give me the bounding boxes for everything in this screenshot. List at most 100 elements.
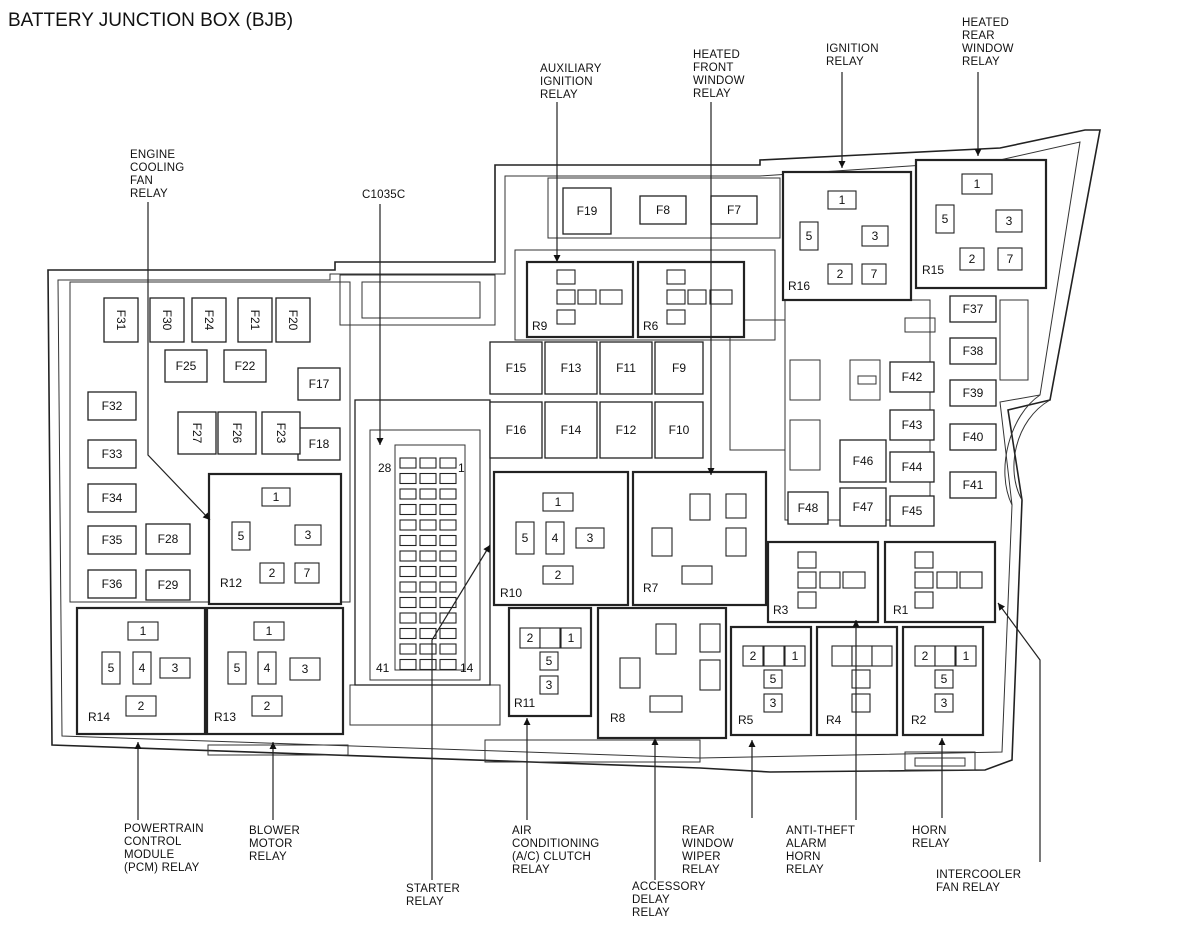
arrow-head	[974, 149, 982, 156]
fuse-label: F20	[286, 310, 300, 331]
fuse-f14: F14	[544, 401, 598, 459]
relay-terminal	[666, 309, 686, 325]
fuse-label: F22	[235, 359, 256, 373]
fuse-body	[599, 401, 653, 459]
fuse-label: F19	[577, 204, 598, 218]
fuse-label: F8	[656, 203, 670, 217]
fuse-label: F31	[114, 310, 128, 331]
relay-label: R3	[773, 603, 789, 617]
fuse-label: F44	[902, 460, 923, 474]
relay-terminal	[997, 247, 1023, 271]
fuse-body	[654, 341, 704, 395]
relay-terminal	[934, 645, 956, 667]
caption-line: FAN RELAY	[936, 882, 1000, 894]
relay-body	[729, 625, 813, 737]
relay-terminal	[851, 645, 873, 667]
caption-line: RELAY	[912, 838, 950, 850]
arrow-head	[483, 545, 490, 553]
relay-label: R6	[643, 319, 659, 333]
fuse-f11: F11	[599, 341, 653, 395]
relay-terminal	[253, 621, 285, 641]
leader-line	[431, 544, 491, 880]
fuse-f46: F46	[839, 439, 887, 483]
relay-label: R5	[738, 713, 754, 727]
caption-line: WINDOW	[682, 838, 734, 850]
fuse-label: F23	[274, 423, 288, 444]
caption-line: STARTER	[406, 883, 460, 895]
fuse-body	[889, 361, 935, 393]
fuse-f7: F7	[710, 195, 758, 225]
caption-line: RELAY	[682, 864, 720, 876]
connector-pin	[439, 550, 457, 562]
fuse-body	[599, 341, 653, 395]
fuse-f45: F45	[889, 495, 935, 527]
terminal-number: 3	[302, 662, 309, 676]
terminal-number: 5	[238, 529, 245, 543]
relay-terminal	[914, 551, 934, 569]
connector-pin	[399, 596, 417, 609]
fuse-body	[949, 471, 997, 499]
relay-terminal	[649, 695, 683, 713]
relay-r3: R3	[766, 540, 880, 624]
terminal-number: 3	[305, 528, 312, 542]
fuse-body	[654, 401, 704, 459]
fuse-f25: F25	[164, 349, 208, 383]
fuse-f34: F34	[87, 483, 137, 513]
relay-label: R7	[643, 581, 659, 595]
terminal-number: 2	[264, 699, 271, 713]
caption-line: INTERCOOLER	[936, 869, 1021, 881]
relay-terminal	[101, 651, 121, 685]
connector-pin-label: 1	[458, 461, 465, 475]
connector-pin	[439, 627, 457, 640]
relay-terminal	[539, 651, 559, 671]
fuse-f42: F42	[889, 361, 935, 393]
fuse-label: F24	[202, 310, 216, 331]
fuse-label: F46	[853, 454, 874, 468]
terminal-number: 1	[273, 490, 280, 504]
fuse-f44: F44	[889, 451, 935, 483]
relay-terminal	[871, 645, 893, 667]
fuse-f48: F48	[787, 491, 829, 525]
connector-pin	[399, 488, 417, 500]
relay-terminal	[545, 521, 565, 555]
terminal-number: 5	[522, 531, 529, 545]
fuse-label: F10	[669, 423, 690, 437]
arrow-head	[998, 603, 1005, 611]
fuse-body	[87, 439, 137, 469]
fuse-body	[87, 391, 137, 421]
fuse-body	[297, 367, 341, 401]
caption-line: ENGINE	[130, 149, 175, 161]
caption-line: ACCESSORY	[632, 881, 706, 893]
arrow-head	[134, 742, 142, 749]
connector-pin	[439, 534, 457, 547]
fuse-body	[889, 495, 935, 527]
fuse-f23: F23	[261, 411, 301, 455]
relay-terminal	[666, 269, 686, 285]
relay-terminal	[655, 623, 677, 655]
relay-terminal	[797, 571, 817, 589]
fuse-body	[787, 491, 829, 525]
relay-label: R2	[911, 713, 927, 727]
terminal-number: 3	[587, 531, 594, 545]
fuse-body	[639, 195, 687, 225]
fuse-body	[145, 523, 191, 555]
terminal-number: 5	[108, 661, 115, 675]
relay-terminal	[681, 565, 713, 585]
caption-line: MOTOR	[249, 838, 293, 850]
caption-line: HEATED	[962, 17, 1009, 29]
relay-terminal	[959, 247, 985, 271]
fuse-f37: F37	[949, 295, 997, 323]
relay-terminal	[159, 657, 191, 679]
relay-label: R10	[500, 586, 522, 600]
fuse-label: F45	[902, 504, 923, 518]
fuse-f21: F21	[237, 297, 273, 343]
